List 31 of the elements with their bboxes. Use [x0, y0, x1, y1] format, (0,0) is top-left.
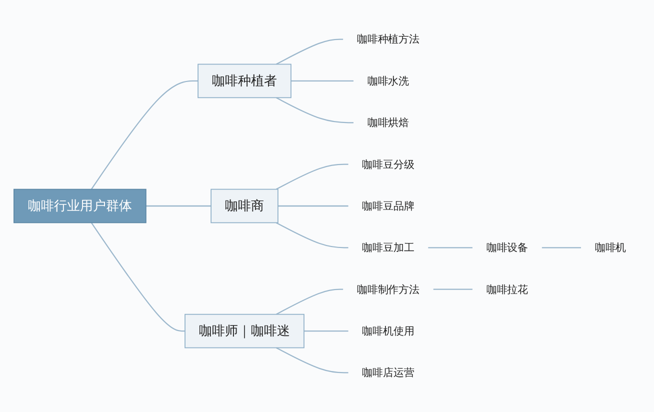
node-text: 咖啡机使用: [362, 324, 414, 338]
connector: [90, 222, 186, 332]
node-text: 咖啡水洗: [367, 74, 410, 88]
node-box: 咖啡商: [210, 188, 278, 224]
connector: [276, 222, 348, 248]
connector: [276, 288, 344, 315]
node-text: 咖啡豆分级: [362, 158, 414, 170]
connector: [278, 205, 348, 207]
node-box: 咖啡师｜咖啡迷: [184, 314, 304, 348]
connector: [146, 205, 212, 207]
connector: [290, 80, 354, 82]
node-text: 咖啡豆加工: [362, 242, 414, 254]
connector: [428, 247, 472, 248]
node-box: 咖啡行业用户群体: [14, 188, 146, 224]
connector: [276, 38, 344, 65]
connector: [433, 288, 472, 290]
connector: [276, 97, 354, 124]
node-box: 咖啡种植者: [198, 64, 292, 98]
node-text: 咖啡种植方法: [356, 33, 420, 46]
node-text: 咖啡店运营: [362, 366, 414, 379]
connector: [90, 80, 198, 190]
node-text: 咖啡烘焙: [367, 116, 410, 129]
connector: [276, 164, 348, 190]
connector: [542, 247, 581, 248]
node-text: 咖啡制作方法: [356, 283, 420, 296]
connector: [304, 330, 348, 332]
node-text: 咖啡设备: [486, 242, 528, 254]
node-text: 咖啡拉花: [486, 283, 528, 296]
connector: [276, 347, 348, 374]
node-text: 咖啡豆品牌: [362, 200, 414, 212]
node-text: 咖啡机: [594, 242, 626, 254]
